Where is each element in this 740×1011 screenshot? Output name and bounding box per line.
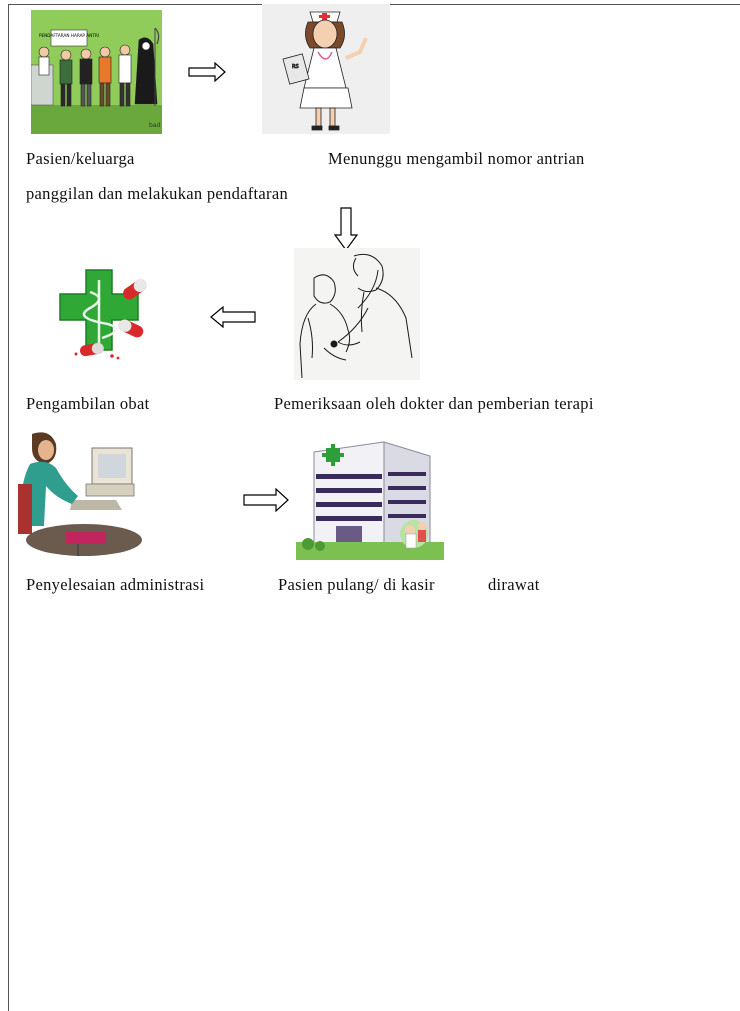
step-label-discharge-hospitalized: dirawat	[488, 575, 540, 594]
step-label-registration: Pasien/keluarga	[26, 149, 135, 168]
doctor-stethoscope-icon	[294, 248, 420, 380]
arrow-right-icon	[188, 62, 226, 82]
office-worker-computer-icon	[18, 428, 142, 558]
svg-text:RS: RS	[292, 64, 299, 70]
arrow-left-icon	[210, 306, 256, 328]
pharmacy-cross-icon	[52, 262, 154, 364]
svg-text:bad: bad	[149, 122, 160, 129]
step-label-call: panggilan dan melakukan pendaftaran	[26, 184, 289, 203]
queue-cartoon-icon: PENDAFTARAN HARAP ANTRI bad	[31, 10, 162, 134]
nurse-icon: RS	[262, 4, 390, 134]
step-label-examination: Pemeriksaan oleh dokter dan pemberian te…	[274, 394, 594, 413]
arrow-down-icon	[334, 207, 358, 251]
svg-text:PENDAFTARAN HARAP ANTRI: PENDAFTARAN HARAP ANTRI	[39, 33, 99, 38]
step-label-administration: Penyelesaian administrasi	[26, 575, 205, 594]
step-label-waiting: Menunggu mengambil nomor antrian	[328, 149, 585, 168]
step-label-discharge-cashier: Pasien pulang/ di kasir	[278, 575, 435, 594]
arrow-right-icon	[243, 488, 289, 512]
page-border-left	[8, 4, 9, 1011]
step-label-medicine: Pengambilan obat	[26, 394, 150, 413]
hospital-building-icon	[296, 430, 444, 560]
